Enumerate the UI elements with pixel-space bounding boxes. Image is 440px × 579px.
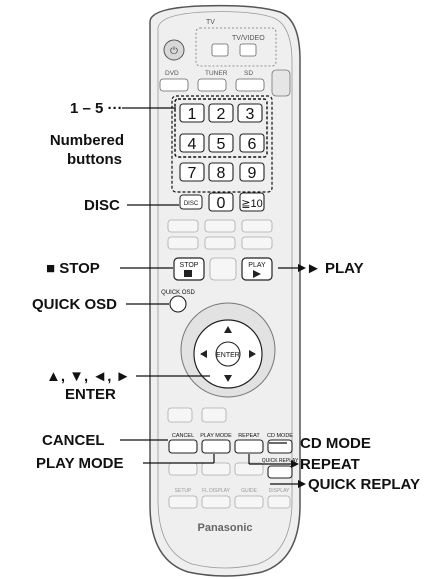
faded-key[interactable]	[168, 237, 198, 249]
callout-one-to-five: 1 – 5 ···	[70, 100, 123, 117]
faded-key[interactable]	[205, 220, 235, 232]
repeat-key-label: REPEAT	[238, 433, 260, 439]
cd-mode-key-label: CD MODE	[267, 433, 293, 439]
faded-key[interactable]	[235, 463, 263, 475]
tv-video-key[interactable]	[240, 44, 256, 56]
callout-cd-mode: CD MODE	[300, 435, 371, 452]
play-mode-key-label: PLAY MODE	[200, 433, 232, 439]
faded-key[interactable]	[202, 408, 226, 422]
tuner-key[interactable]	[198, 79, 226, 91]
guide-key[interactable]	[235, 496, 263, 508]
stop-key-label: STOP	[180, 262, 199, 269]
play-callout-arrow-icon	[298, 264, 306, 272]
key-2-label: 2	[217, 106, 226, 123]
enter-key-label: ENTER	[216, 352, 240, 359]
key-3-label: 3	[246, 106, 255, 123]
quick-replay-callout-arrow-icon	[298, 480, 306, 488]
callout-repeat: REPEAT	[300, 456, 360, 473]
tuner-label: TUNER	[205, 70, 228, 77]
cd-mode-key[interactable]	[268, 440, 292, 453]
callout-quick-osd: QUICK OSD	[32, 296, 117, 313]
key-0-label: 0	[217, 195, 226, 212]
callout-play-mode: PLAY MODE	[36, 455, 124, 472]
key-9-label: 9	[248, 165, 257, 182]
brand-logo: Panasonic	[197, 522, 252, 534]
callout-cancel: CANCEL	[42, 432, 105, 449]
sd-label: SD	[244, 70, 253, 77]
fl-display-label: FL DISPLAY	[202, 488, 230, 494]
faded-key[interactable]	[242, 237, 272, 249]
dvd-label: DVD	[165, 70, 179, 77]
tv-video-label: TV/VIDEO	[232, 35, 265, 42]
disc-key-label: DISC	[184, 201, 199, 207]
faded-key[interactable]	[242, 220, 272, 232]
power-icon: ⏻	[170, 46, 178, 57]
callout-stop: ■ STOP	[46, 260, 100, 277]
faded-key[interactable]	[169, 463, 197, 475]
volume-rocker[interactable]	[272, 70, 290, 96]
key-8-label: 8	[217, 165, 226, 182]
display-label: DISPLAY	[269, 488, 290, 494]
dvd-key[interactable]	[160, 79, 188, 91]
callout-buttons: buttons	[40, 151, 122, 168]
setup-label: SETUP	[175, 488, 192, 494]
faded-key[interactable]	[168, 220, 198, 232]
repeat-key[interactable]	[235, 440, 263, 453]
sd-key[interactable]	[236, 79, 264, 91]
tv-label: TV	[206, 19, 215, 26]
fl-display-key[interactable]	[202, 496, 230, 508]
guide-label: GUIDE	[241, 488, 258, 494]
callout-disc: DISC	[84, 197, 120, 214]
setup-key[interactable]	[169, 496, 197, 508]
key-6-label: 6	[248, 136, 257, 153]
key-5-label: 5	[217, 136, 226, 153]
key-10-plus-label: ≧10	[241, 198, 262, 210]
callout-play: ► PLAY	[306, 260, 364, 277]
key-1-label: 1	[188, 106, 197, 123]
callout-enter: ENTER	[65, 386, 116, 403]
tv-key[interactable]	[212, 44, 228, 56]
pause-key[interactable]	[210, 258, 236, 280]
cancel-key-label: CANCEL	[172, 433, 194, 439]
faded-key[interactable]	[168, 408, 192, 422]
callout-numbered: Numbered	[40, 132, 124, 149]
callout-arrows: ▲, ▼, ◄, ►	[46, 368, 130, 385]
display-key[interactable]	[268, 496, 290, 508]
play-key-label: PLAY	[248, 262, 266, 269]
stop-icon	[184, 270, 192, 277]
quick-osd-key-label: QUICK OSD	[161, 290, 195, 296]
quick-replay-key[interactable]	[268, 466, 292, 478]
callout-quick-replay: QUICK REPLAY	[308, 476, 420, 493]
faded-key[interactable]	[202, 463, 230, 475]
cancel-key[interactable]	[169, 440, 197, 453]
key-4-label: 4	[188, 136, 197, 153]
faded-key[interactable]	[205, 237, 235, 249]
play-mode-key[interactable]	[202, 440, 230, 453]
key-7-label: 7	[188, 165, 197, 182]
quick-osd-key[interactable]	[170, 296, 186, 312]
